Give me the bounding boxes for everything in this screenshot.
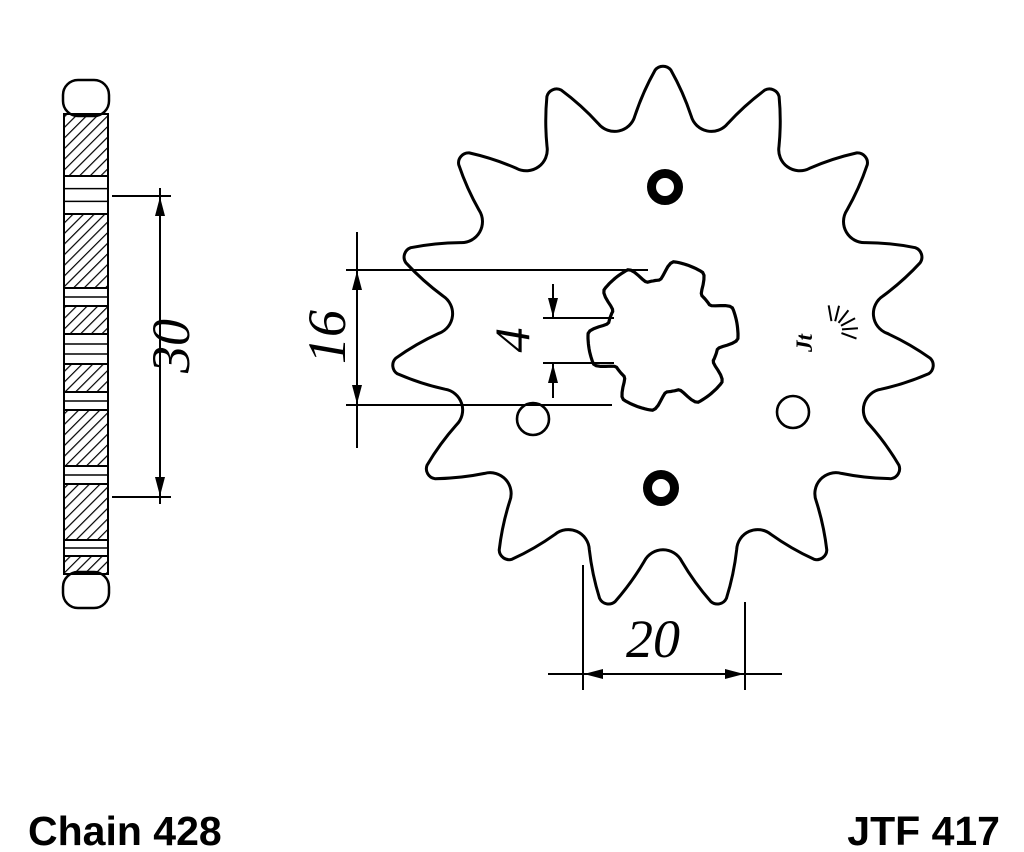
side-view-top-cap: [61, 78, 111, 118]
dimension-20: [548, 565, 782, 690]
jt-logo-text: Jt: [792, 334, 817, 354]
dimension-line: [840, 317, 856, 327]
jt-logo: [827, 305, 859, 340]
dimension-arrowhead: [352, 385, 362, 404]
side-view-bottom-cap: [61, 570, 111, 610]
link-band: [63, 175, 109, 215]
dimension-arrowhead: [155, 197, 165, 216]
dim-20-label: 20: [626, 609, 680, 669]
hatched-section: [63, 409, 109, 467]
dimension-line: [837, 309, 850, 324]
dimension-arrowhead: [548, 298, 558, 317]
dimension-30: [112, 188, 171, 504]
hole-left: [515, 401, 551, 437]
dimension-line: [841, 327, 859, 331]
dimension-arrowhead: [584, 669, 603, 679]
link-band: [63, 333, 109, 365]
spline-bore: [586, 260, 740, 412]
sprocket-front-view: [391, 64, 935, 606]
dimension-arrowhead: [725, 669, 744, 679]
hatched-section: [63, 483, 109, 541]
dimension-arrowhead: [548, 364, 558, 383]
hole-right: [775, 394, 811, 430]
dimension-line: [841, 332, 857, 340]
hole-bottom: [643, 470, 679, 506]
hatched-section: [63, 555, 109, 575]
dimension-4: [543, 284, 614, 398]
chain-label: Chain 428: [28, 808, 222, 852]
dim-4-label: 4: [484, 328, 540, 353]
sprocket-side-view: [61, 78, 111, 610]
dim-16-label: 16: [297, 310, 357, 364]
dimension-line: [827, 305, 833, 322]
hole-top: [647, 169, 683, 205]
dimension-arrowhead: [155, 477, 165, 496]
hatched-section: [63, 305, 109, 335]
dim-30-label: 30: [141, 319, 201, 374]
part-number-label: JTF 417: [847, 808, 1000, 852]
hatched-section: [63, 363, 109, 393]
dimension-line: [834, 305, 841, 322]
hatched-section: [63, 113, 109, 177]
hatched-section: [63, 213, 109, 289]
dimension-arrowhead: [352, 271, 362, 290]
dimension-16: [346, 232, 648, 448]
